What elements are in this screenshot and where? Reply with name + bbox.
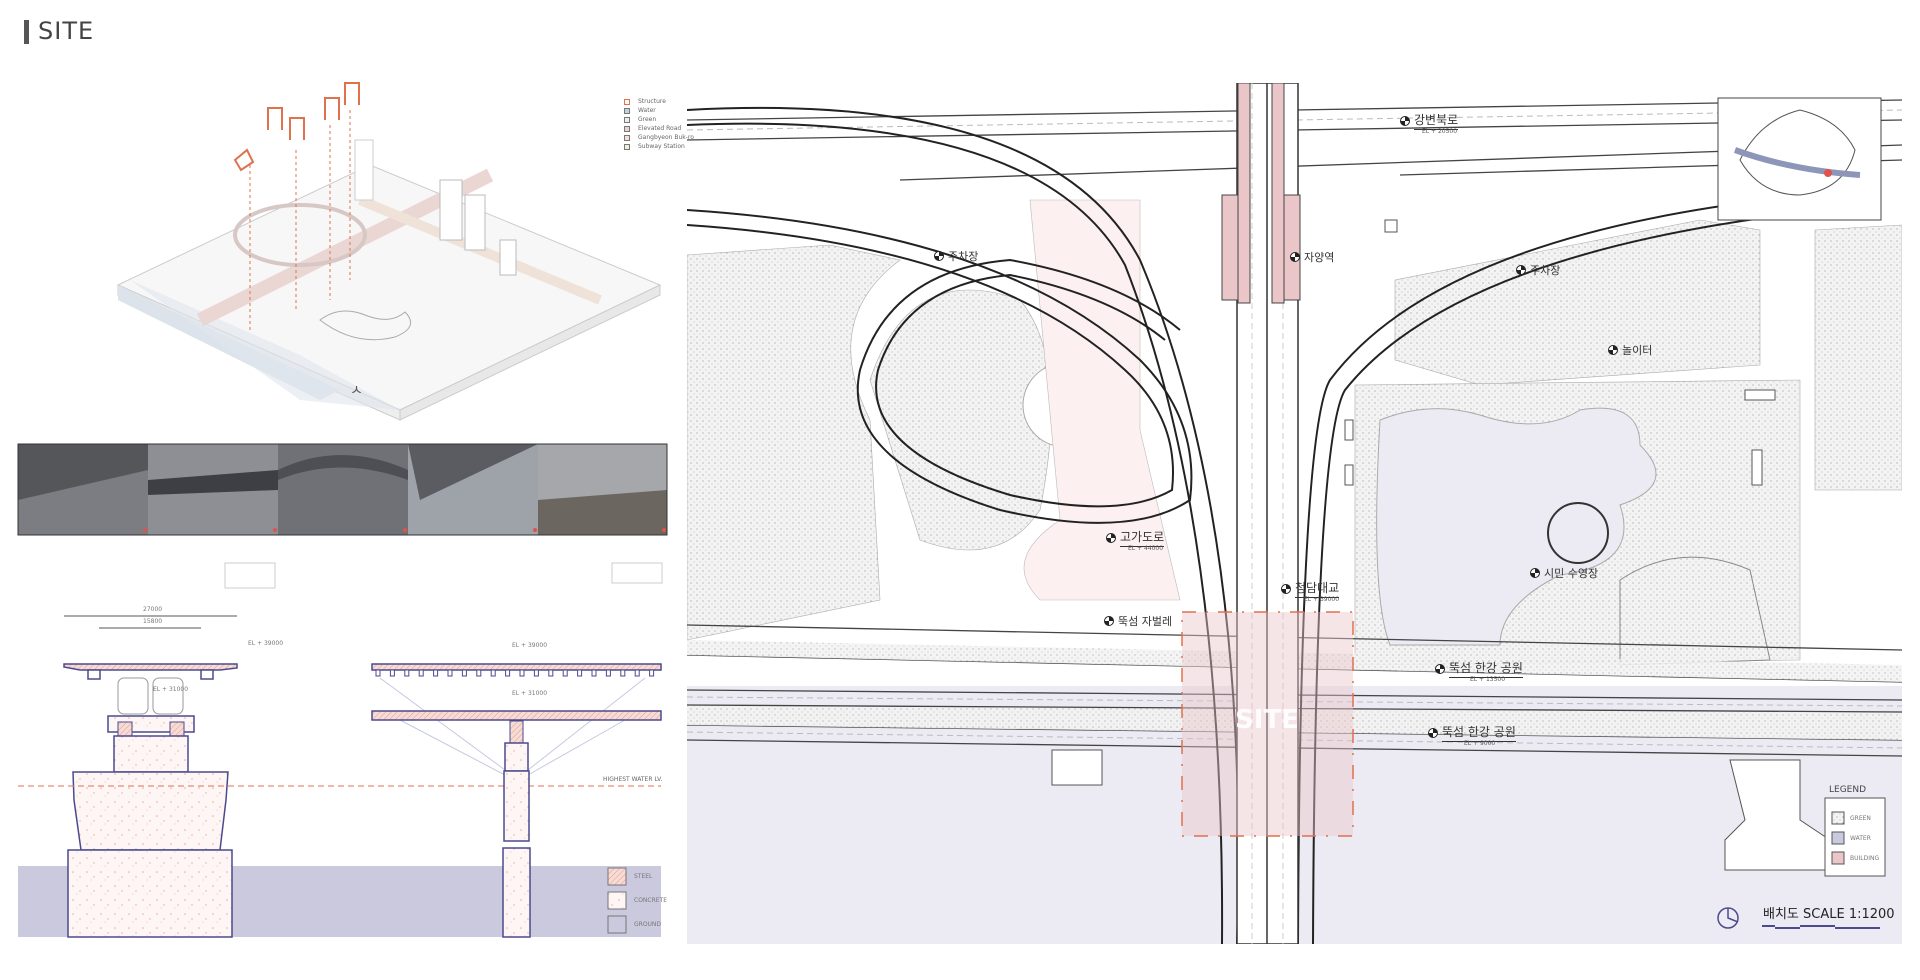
title-bar (24, 20, 29, 44)
legend-green: Green (638, 116, 657, 123)
location-marker-icon (1400, 115, 1410, 126)
deck-rib (562, 669, 568, 677)
deck-rib (389, 669, 395, 677)
legend-concrete: CONCRETE (634, 897, 668, 904)
legend-ground: GROUND (634, 921, 662, 928)
axon-legend: Structure Water Green Elevated Road Gang… (624, 98, 694, 152)
label-hangang-park-upper: 뚝섬 한강 공원 (1435, 659, 1523, 678)
label-text: 놀이터 (1622, 344, 1653, 357)
legend-elevated-road: Elevated Road (638, 125, 682, 132)
label-text: 주차장 (1530, 264, 1561, 277)
location-marker-icon (934, 251, 944, 261)
location-marker-icon (1106, 532, 1116, 543)
label-el: EL + 20500 (1422, 128, 1458, 135)
deck-rib (476, 669, 482, 677)
label-el: EL + 13500 (1470, 676, 1506, 683)
label-text: 청담대교 (1295, 579, 1340, 598)
deck-rib (490, 669, 496, 677)
deck-rib (375, 669, 381, 677)
map-legend-building: BUILDING (1850, 855, 1880, 862)
label-el: EL + 9000 (1464, 740, 1496, 747)
section-drawing-left (18, 562, 661, 938)
deck-rib (533, 669, 539, 677)
page-title: SITE (38, 17, 95, 45)
location-marker-icon (1435, 663, 1445, 674)
highest-water-label: HIGHEST WATER LV. (603, 776, 663, 783)
deck-rib (591, 669, 597, 677)
label-parking-east: 주차장 (1516, 262, 1560, 278)
legend-steel: STEEL (634, 873, 653, 880)
location-marker-icon (1290, 252, 1300, 262)
section-deck-el: EL + 39000 (248, 640, 284, 647)
legend-water: Water (638, 107, 656, 114)
right-top-el: EL + 39000 (512, 642, 548, 649)
deck-rib (605, 669, 611, 677)
label-jayang-station: 자양역 (1290, 249, 1334, 265)
location-marker-icon (1530, 568, 1540, 578)
label-text: 주차장 (948, 250, 979, 263)
deck-rib (577, 669, 583, 677)
label-swimming-pool: 시민 수영장 (1530, 565, 1598, 581)
label-playground: 놀이터 (1608, 342, 1652, 358)
label-hangang-park-lower: 뚝섬 한강 공원 (1428, 723, 1516, 742)
deck-rib (649, 669, 655, 677)
deck-rib (447, 669, 453, 677)
dim-15800: 15800 (143, 618, 163, 625)
axonometric-drawing: ㅅ (116, 82, 662, 421)
label-parking-west: 주차장 (934, 248, 978, 264)
location-marker-icon (1608, 345, 1618, 355)
dim-27000: 27000 (143, 606, 163, 613)
label-gangbyeon-bukro: 강변북로 (1400, 111, 1459, 130)
legend-gangbyeon: Gangbyeon Buk-ro (638, 134, 694, 141)
deck-rib (620, 669, 626, 677)
section-lower-el: EL + 31000 (153, 686, 189, 693)
site-photos (17, 443, 668, 536)
deck-rib (519, 669, 525, 677)
right-lower-el: EL + 31000 (512, 690, 548, 697)
map-legend-green: GREEN (1850, 815, 1871, 822)
legend-structure: Structure (638, 98, 666, 105)
location-marker-icon (1516, 265, 1526, 275)
deck-rib (634, 669, 640, 677)
label-text: 시민 수영장 (1544, 567, 1599, 580)
site-label: SITE (1235, 705, 1299, 735)
label-jabeolle: 뚝섬 자벌레 (1104, 613, 1172, 629)
label-text: 고가도로 (1120, 528, 1165, 547)
label-el: EL + 39000 (1304, 596, 1340, 603)
label-text: 강변북로 (1414, 111, 1459, 130)
section-drawing-right (371, 562, 663, 938)
deck-rib (505, 669, 511, 677)
label-elevated-road: 고가도로 (1106, 528, 1165, 547)
map-legend-water: WATER (1850, 835, 1871, 842)
label-el: EL + 44000 (1128, 545, 1164, 552)
label-text: 뚝섬 한강 공원 (1449, 659, 1523, 678)
label-text: 뚝섬 자벌레 (1118, 615, 1173, 628)
deck-rib (418, 669, 424, 677)
label-text: 자양역 (1304, 251, 1335, 264)
site-plan-map (687, 83, 1902, 944)
label-cheongdam-bridge: 청담대교 (1281, 579, 1340, 598)
deck-rib (433, 669, 439, 677)
location-marker-icon (1281, 583, 1291, 594)
location-marker-icon (1104, 616, 1114, 626)
deck-rib (461, 669, 467, 677)
location-marker-icon (1428, 727, 1438, 738)
material-legend-swatches (607, 867, 627, 934)
legend-subway: Subway Station (638, 143, 685, 150)
deck-rib (548, 669, 554, 677)
label-text: 뚝섬 한강 공원 (1442, 723, 1516, 742)
deck-rib (404, 669, 410, 677)
map-legend-title: LEGEND (1829, 785, 1867, 795)
scale-label: 배치도 SCALE 1:1200 (1763, 907, 1895, 922)
svg-text:ㅅ: ㅅ (350, 383, 363, 399)
